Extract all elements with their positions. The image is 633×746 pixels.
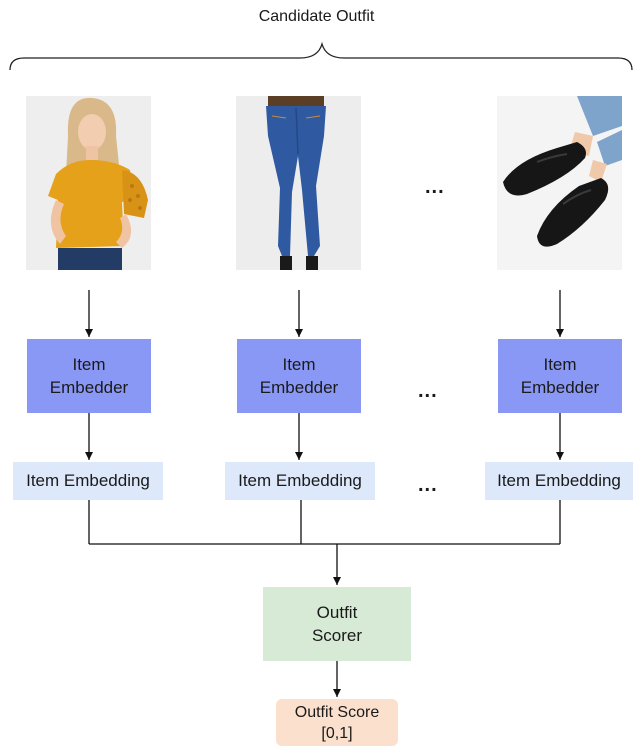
item-embedding-2: Item Embedding <box>225 462 375 500</box>
outfit-scorer-label-line2: Scorer <box>311 626 363 645</box>
item-embedder-label-line2: Embedder <box>259 378 339 397</box>
item-embedder-label-line2: Embedder <box>49 378 129 397</box>
item-embedding-3: Item Embedding <box>485 462 633 500</box>
item-embedder-label-line1: Item <box>543 355 577 374</box>
outfit-brace <box>9 41 633 71</box>
ellipsis-embedders: ... <box>418 380 438 402</box>
item-embedder-label-line1: Item <box>72 355 106 374</box>
item-embedder-label-line1: Item <box>282 355 316 374</box>
ellipsis-embeddings: ... <box>418 474 438 496</box>
item-embedder-label-line2: Embedder <box>520 378 600 397</box>
model-wearing-blue-jeans-photo <box>236 96 361 270</box>
outfit-scorer-label-line1: Outfit <box>316 603 358 622</box>
black-loafer-shoes-photo <box>497 96 622 270</box>
ellipsis-images: ... <box>425 176 445 198</box>
model-wearing-yellow-top-photo <box>26 96 151 270</box>
outfit-score-label: Outfit Score <box>294 703 380 721</box>
diagram-title: Candidate Outfit <box>258 8 375 25</box>
item-embedding-1: Item Embedding <box>13 462 163 500</box>
outfit-score: Outfit Score [0,1] <box>276 699 398 746</box>
outfit-score-range: [0,1] <box>321 724 353 742</box>
